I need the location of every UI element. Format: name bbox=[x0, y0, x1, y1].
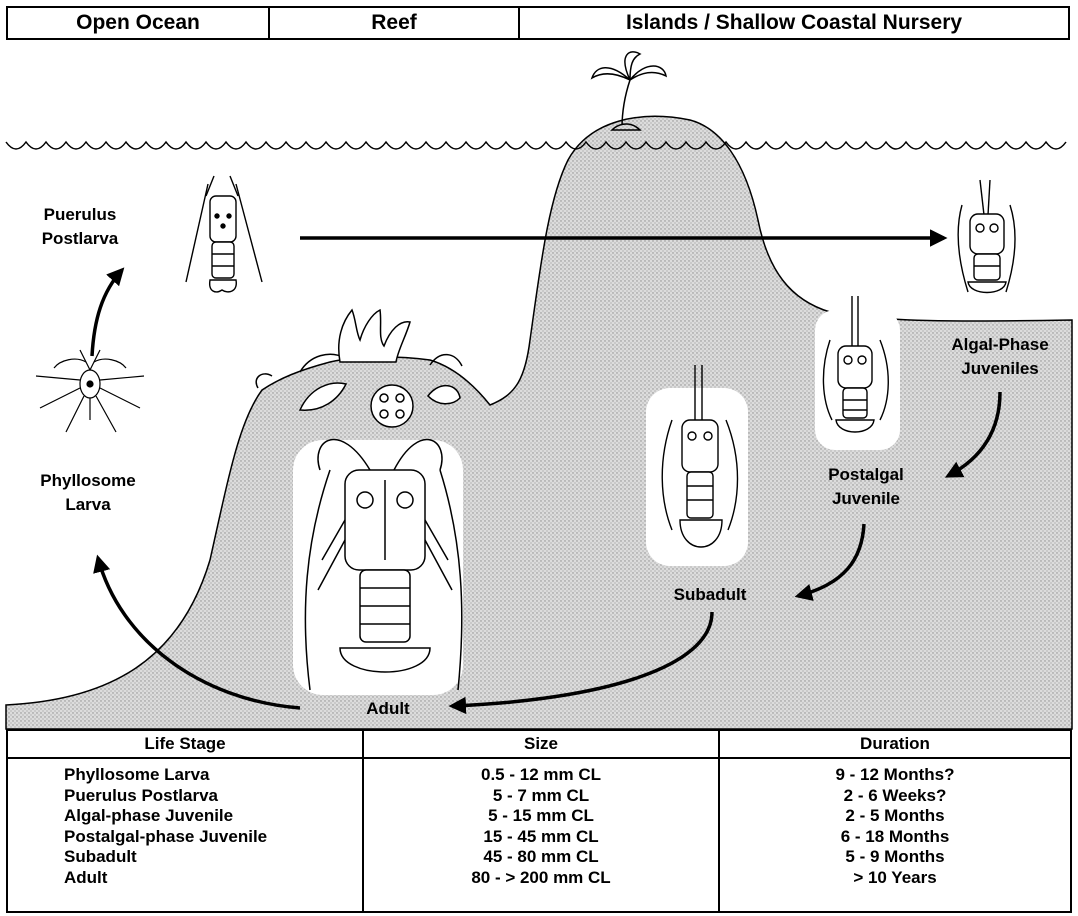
zone-open-ocean: Open Ocean bbox=[8, 8, 270, 38]
header-size: Size bbox=[364, 731, 720, 757]
table-cell: Subadult bbox=[8, 847, 362, 868]
table-cell: Phyllosome Larva bbox=[8, 765, 362, 786]
table-cell: 2 - 5 Months bbox=[720, 806, 1070, 827]
label-algal-1: Algal-Phase bbox=[951, 335, 1048, 354]
table-cell: > 10 Years bbox=[720, 868, 1070, 889]
zone-reef: Reef bbox=[270, 8, 520, 38]
life-cycle-diagram: Puerulus Postlarva Phyllosome Larva Alga… bbox=[0, 40, 1078, 730]
header-life-stage: Life Stage bbox=[8, 731, 364, 757]
table-cell: 6 - 18 Months bbox=[720, 827, 1070, 848]
seafloor bbox=[6, 116, 1072, 729]
zone-islands: Islands / Shallow Coastal Nursery bbox=[520, 8, 1068, 38]
label-postalgal-2: Juvenile bbox=[832, 489, 900, 508]
label-algal-2: Juveniles bbox=[961, 359, 1039, 378]
phyllosome-larva-icon bbox=[36, 350, 144, 432]
table-cell: 5 - 9 Months bbox=[720, 847, 1070, 868]
table-body: Phyllosome Larva Puerulus Postlarva Alga… bbox=[8, 759, 1070, 911]
table-cell: 2 - 6 Weeks? bbox=[720, 786, 1070, 807]
table-cell: Postalgal-phase Juvenile bbox=[8, 827, 362, 848]
label-postalgal-1: Postalgal bbox=[828, 465, 904, 484]
label-puerulus-2: Postlarva bbox=[42, 229, 119, 248]
table-cell: 45 - 80 mm CL bbox=[364, 847, 718, 868]
life-stage-column: Phyllosome Larva Puerulus Postlarva Alga… bbox=[8, 759, 364, 911]
ocean-surface bbox=[6, 142, 1066, 149]
duration-column: 9 - 12 Months? 2 - 6 Weeks? 2 - 5 Months… bbox=[720, 759, 1070, 911]
header-duration: Duration bbox=[720, 731, 1070, 757]
table-cell: 9 - 12 Months? bbox=[720, 765, 1070, 786]
size-column: 0.5 - 12 mm CL 5 - 7 mm CL 5 - 15 mm CL … bbox=[364, 759, 720, 911]
label-phyllosome-1: Phyllosome bbox=[40, 471, 135, 490]
label-phyllosome-2: Larva bbox=[65, 495, 111, 514]
table-cell: 0.5 - 12 mm CL bbox=[364, 765, 718, 786]
coral-icon bbox=[339, 310, 410, 362]
algal-juvenile-lobster-icon bbox=[958, 180, 1015, 293]
table-cell: 5 - 7 mm CL bbox=[364, 786, 718, 807]
label-puerulus-1: Puerulus bbox=[44, 205, 117, 224]
puerulus-lobster-icon bbox=[186, 176, 262, 292]
table-cell: 15 - 45 mm CL bbox=[364, 827, 718, 848]
zone-header: Open Ocean Reef Islands / Shallow Coasta… bbox=[6, 6, 1070, 40]
table-cell: Algal-phase Juvenile bbox=[8, 806, 362, 827]
table-cell: Adult bbox=[8, 868, 362, 889]
life-stage-table: Life Stage Size Duration Phyllosome Larv… bbox=[6, 729, 1072, 913]
table-cell: 80 - > 200 mm CL bbox=[364, 868, 718, 889]
arrow-phyllosome-to-puerulus bbox=[92, 270, 122, 356]
table-header: Life Stage Size Duration bbox=[8, 731, 1070, 759]
table-cell: 5 - 15 mm CL bbox=[364, 806, 718, 827]
label-subadult: Subadult bbox=[674, 585, 747, 604]
table-cell: Puerulus Postlarva bbox=[8, 786, 362, 807]
label-adult: Adult bbox=[366, 699, 410, 718]
